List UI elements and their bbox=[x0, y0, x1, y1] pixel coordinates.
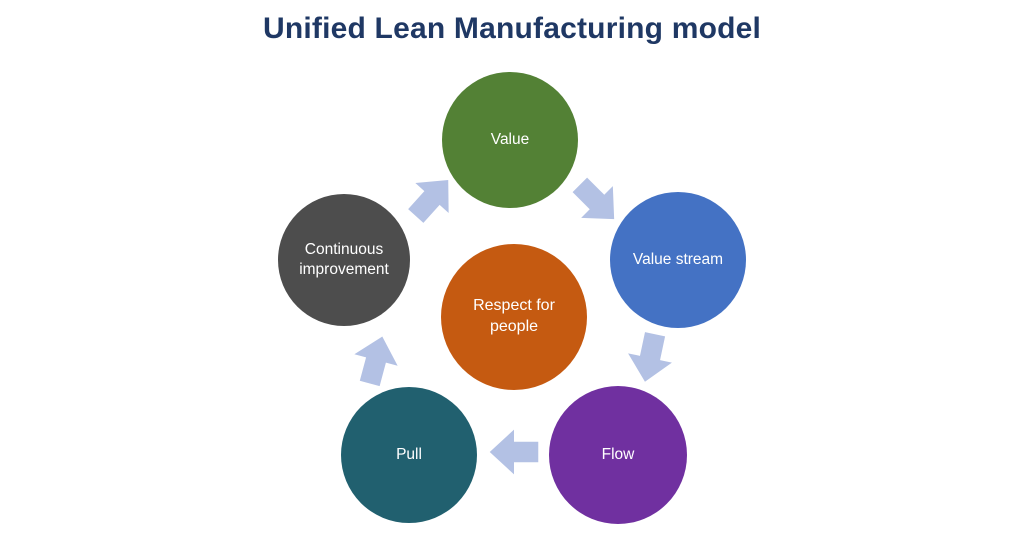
arrow-pull-to-continuous-improvement-icon bbox=[354, 336, 398, 387]
cycle-node-pull: Pull bbox=[341, 387, 477, 523]
diagram-title: Unified Lean Manufacturing model bbox=[262, 12, 762, 45]
center-node-respect-for-people-label: Respect for people bbox=[473, 297, 555, 335]
cycle-node-continuous-improvement-label: Continuous improvement bbox=[299, 240, 389, 278]
arrow-value-stream-to-flow-icon bbox=[628, 332, 672, 382]
cycle-node-value: Value bbox=[442, 72, 578, 208]
center-node-respect-for-people: Respect for people bbox=[441, 244, 587, 390]
cycle-node-flow-label: Flow bbox=[601, 445, 635, 463]
cycle-node-flow: Flow bbox=[549, 386, 687, 524]
arrow-value-to-value-stream-icon bbox=[572, 177, 615, 220]
cycle-node-value-label: Value bbox=[490, 130, 530, 148]
cycle-node-continuous-improvement: Continuous improvement bbox=[278, 194, 410, 326]
arrow-continuous-improvement-to-value-icon bbox=[408, 179, 449, 223]
cycle-node-pull-label: Pull bbox=[396, 445, 422, 463]
arrow-flow-to-pull-icon bbox=[489, 429, 539, 475]
cycle-node-value-stream-label: Value stream bbox=[632, 250, 724, 268]
cycle-node-value-stream: Value stream bbox=[610, 192, 746, 328]
